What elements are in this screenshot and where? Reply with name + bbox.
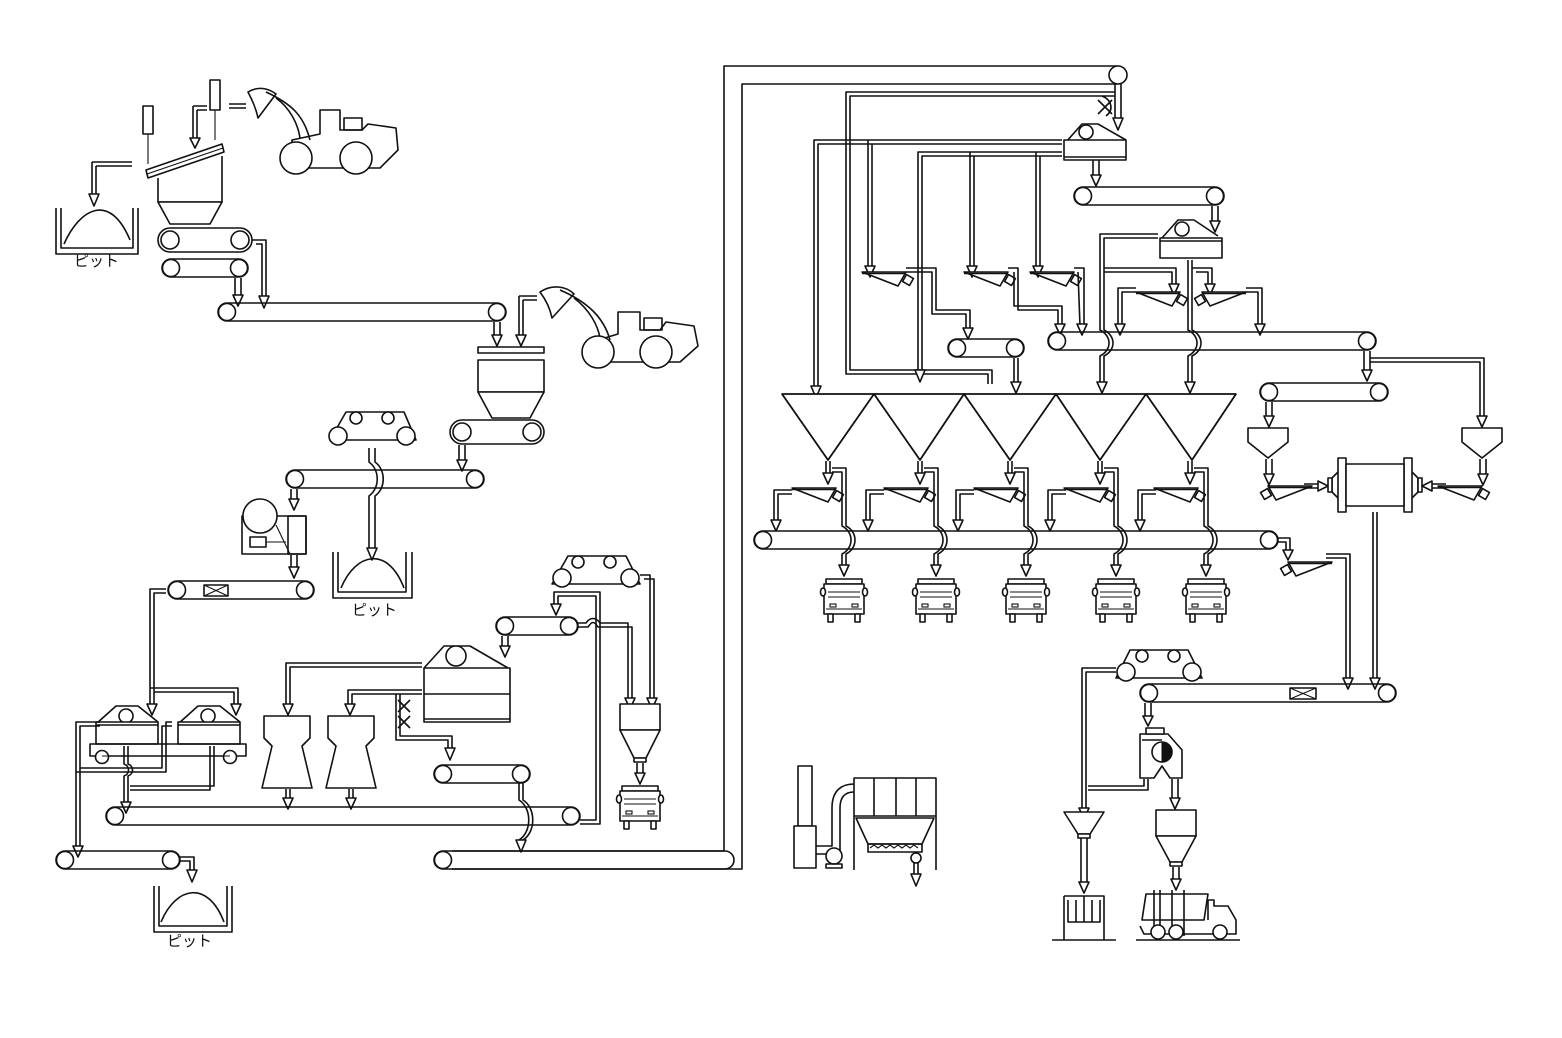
loader-discharge-chute [229,103,246,109]
belt-conveyor-icon [947,338,1025,358]
magnetic-separator-icon [1115,649,1203,682]
surge-bin-icon [477,346,545,419]
inclined-screen-icon [145,143,225,179]
wheel-loader-icon [539,286,699,369]
vibrating-screen-icon [95,705,159,745]
pit-label-1: ピット [74,252,119,270]
dump-truck-icon [911,578,961,623]
vibrating-screen-icon [423,645,511,723]
belt-conveyor-icon [433,850,735,870]
vibrating-feeder-icon [1135,291,1189,307]
bin-discharge-unit [952,461,1038,577]
crusher-icon [241,498,307,555]
belt-conveyor-icon [217,302,507,322]
stockpile-pit-icon: ピット [55,161,139,270]
belt-conveyor-icon [1259,382,1389,402]
belt-conveyor-icon [167,580,315,600]
hopper-icon [1063,811,1105,839]
vibrating-feeder-icon [861,271,915,287]
dump-truck-icon [615,785,665,830]
stack-icon [793,765,817,869]
vibrating-feeder-icon [1193,291,1247,307]
classifier-icon [1461,427,1503,459]
dump-truck-icon [1091,578,1141,623]
stockpile-pit-icon: ピット [153,886,233,950]
surge-bin-row [781,393,1237,461]
belt-conveyor-icon [1139,683,1397,703]
valve-icon [1097,95,1113,117]
dump-truck-icon [1136,890,1240,941]
bag-filter-icon [816,777,937,887]
belt-conveyor-icon [433,764,531,784]
magnetic-separator-icon [551,555,641,588]
belt-scale-icon [1289,687,1317,700]
belt-conveyor-icon [105,806,581,826]
wheel-loader-icon [247,87,399,175]
bin-discharge-unit [1044,461,1128,577]
magnetic-separator-icon [328,411,417,446]
classifier-icon [1247,427,1289,459]
belt-conveyor-icon [285,469,485,489]
transfer-line [452,65,1118,870]
belt-conveyor-icon [161,258,249,278]
pit-label-3: ピット [167,932,212,950]
belt-conveyor-icon [55,850,181,870]
bin-discharge-unit [1134,461,1218,577]
ball-mill-icon [1327,457,1423,513]
feed-hopper-icon [142,79,225,225]
storage-silo-icon [619,703,661,763]
valve-icon [395,694,453,750]
apron-feeder-icon [449,419,545,445]
vibrating-feeder-icon [963,271,1017,287]
vibrating-feeder-icon [1279,561,1333,577]
vibrating-screen-icon [1063,123,1127,161]
dump-truck-icon [819,578,869,623]
dump-truck-icon [1001,578,1051,623]
hydrocyclone-icon [325,715,377,789]
dump-truck-icon [1181,578,1231,623]
belt-conveyor-icon [1073,186,1225,206]
screen-frame-icon [89,743,247,765]
bin-discharge-unit [770,461,856,577]
apron-feeder-icon [157,227,253,253]
stockpile-pit-icon: ピット [332,552,413,619]
vibrating-screen-icon [177,705,241,745]
air-separator-icon [1139,727,1183,779]
pit-label-2: ピット [352,601,397,619]
hydrocyclone-icon [261,715,313,789]
chute [252,239,267,298]
belt-conveyor-icon [1047,331,1377,351]
storage-silo-icon [1155,809,1197,867]
belt-conveyor-icon [495,616,579,636]
belt-conveyor-icon [753,530,1279,550]
vibrating-feeder-icon [1029,271,1083,287]
container-icon [1052,895,1116,941]
belt-scale-icon [203,584,229,597]
vibrating-screen-icon [1159,219,1223,259]
bin-discharge-unit [862,461,948,577]
